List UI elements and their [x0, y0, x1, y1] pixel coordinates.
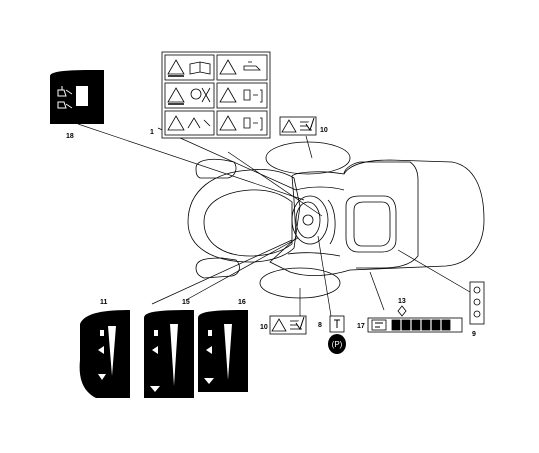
- callout-17: 17: [357, 323, 365, 330]
- callout-11: 11: [100, 299, 108, 306]
- leader-lines: [77, 123, 471, 323]
- read-manual-icon: [189, 61, 211, 75]
- warning-triangle-icon: [219, 59, 237, 75]
- callout-16: 16: [238, 299, 246, 306]
- footrest-bottom: [287, 252, 341, 257]
- rear-top-wheel: [265, 141, 351, 175]
- callout-8: 8: [318, 322, 322, 329]
- decal-8-parking: (P): [328, 315, 346, 354]
- warning-triangle-icon: [167, 115, 185, 131]
- callout-10-top: 10: [320, 127, 328, 134]
- warning-triangle-icon: [167, 87, 185, 103]
- callout-numbers: 1 10 18 11 15 16 10 8 13 17 9: [66, 127, 476, 338]
- parking-brake-icon: [328, 334, 346, 354]
- decal-1-safety-grid: [161, 51, 271, 139]
- seat: [345, 195, 397, 253]
- callout-13: 13: [398, 298, 406, 305]
- steering-hub: [302, 214, 314, 226]
- warning-triangle-icon: [271, 318, 287, 332]
- decal-11-lever-panel: [79, 310, 130, 398]
- warning-triangle-icon: [167, 59, 185, 75]
- fender-line: [327, 199, 336, 245]
- callout-15: 15: [182, 299, 190, 306]
- decal-18-panel: [50, 70, 104, 124]
- warning-triangle-icon: [219, 115, 237, 131]
- main-body: [269, 159, 485, 276]
- decal-17-instrument-strip: [367, 317, 463, 333]
- front-right-wheel: [195, 257, 240, 279]
- steering-wheel: [295, 201, 321, 239]
- decal-16-lever-panel: [198, 310, 248, 392]
- decal-10-bottom: [269, 315, 307, 335]
- decal-15-lever-panel: [144, 310, 194, 398]
- body-rear-panel: [343, 161, 419, 269]
- callout-9: 9: [472, 331, 476, 338]
- callout-18: 18: [66, 133, 74, 140]
- seat-cushion: [353, 201, 391, 247]
- footrest-top: [295, 186, 345, 191]
- warning-triangle-icon: [281, 119, 297, 133]
- diamond-symbol-icon: [397, 305, 407, 317]
- decal-10-top: [279, 116, 317, 136]
- tractor-outline: [187, 141, 485, 299]
- callout-1: 1: [150, 129, 154, 136]
- svg-text:(P): (P): [332, 340, 343, 349]
- warning-triangle-icon: [219, 87, 237, 103]
- steering-console: [291, 195, 329, 245]
- callout-10-bottom: 10: [260, 324, 268, 331]
- decal-9-vertical-strip: [469, 281, 485, 325]
- decal-13: [397, 305, 407, 317]
